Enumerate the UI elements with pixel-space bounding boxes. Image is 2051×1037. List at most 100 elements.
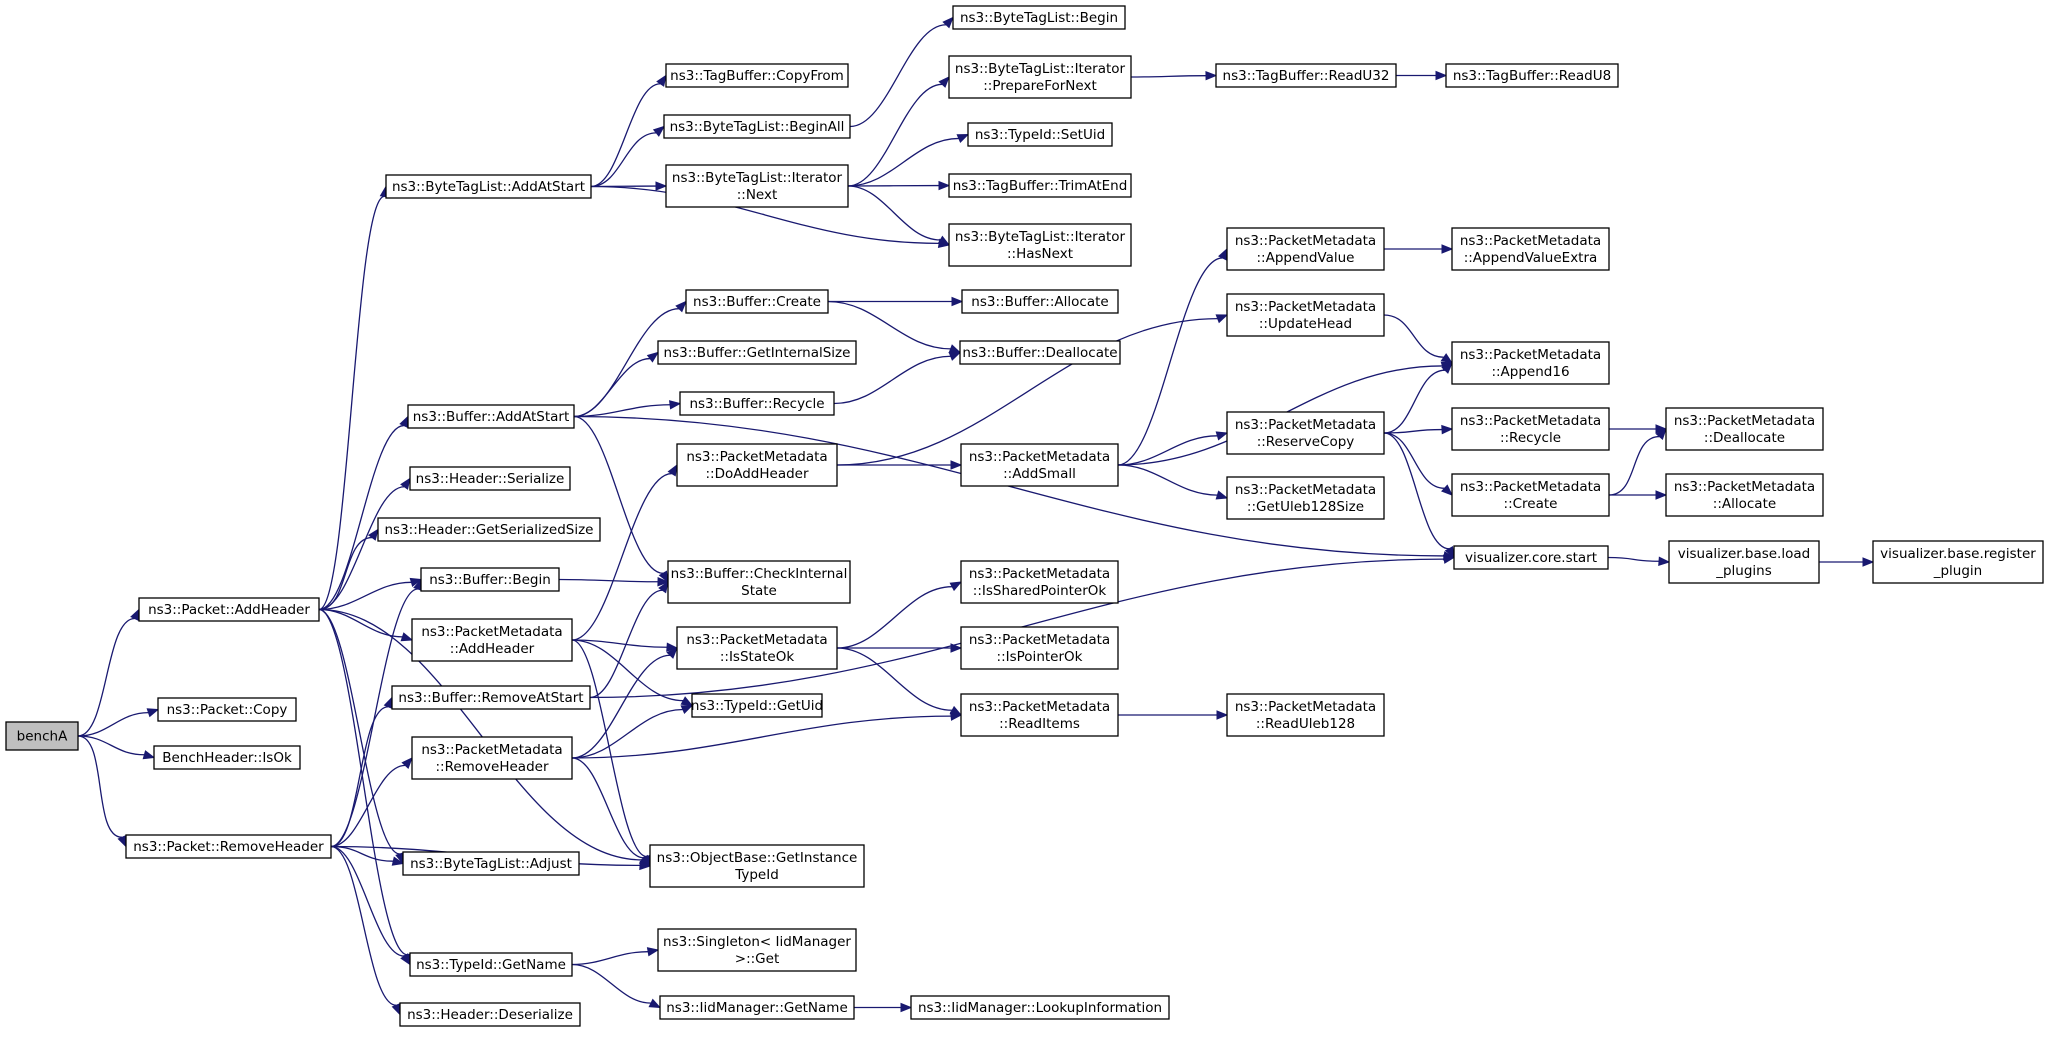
node-box <box>1451 341 1610 385</box>
node-pm-add-header[interactable]: ns3::PacketMetadata::AddHeader <box>411 618 573 662</box>
edge-btli-next-to-btli-prepare-for-next <box>847 76 950 187</box>
node-buffer-begin[interactable]: ns3::Buffer::Begin <box>420 567 560 592</box>
edge-arrowhead <box>1658 556 1671 566</box>
node-tag-buffer-copy-from[interactable]: ns3::TagBuffer::CopyFrom <box>665 63 849 88</box>
node-box <box>409 952 573 977</box>
node-label: ns3::ByteTagList::Adjust <box>410 856 572 872</box>
node-box <box>5 721 79 751</box>
node-btli-has-next[interactable]: ns3::ByteTagList::Iterator::HasNext <box>948 223 1132 267</box>
node-pm-get-uleb128-size[interactable]: ns3::PacketMetadata::GetUleb128Size <box>1226 476 1385 520</box>
node-box <box>657 928 857 972</box>
node-pm-allocate[interactable]: ns3::PacketMetadata::Allocate <box>1665 473 1824 517</box>
node-pm-do-add-header[interactable]: ns3::PacketMetadata::DoAddHeader <box>676 443 838 487</box>
node-pm-is-shared-pointer-ok[interactable]: ns3::PacketMetadata::IsSharedPointerOk <box>960 560 1119 604</box>
edge-packet-remove-header-to-type-id-get-name <box>330 845 411 966</box>
node-pm-remove-header[interactable]: ns3::PacketMetadata::RemoveHeader <box>411 736 573 780</box>
node-pm-append16[interactable]: ns3::PacketMetadata::Append16 <box>1451 341 1610 385</box>
node-buffer-get-internal-size[interactable]: ns3::Buffer::GetInternalSize <box>657 340 857 365</box>
node-iid-manager-lookup-information[interactable]: ns3::IidManager::LookupInformation <box>910 995 1170 1020</box>
node-label: ns3::Header::Deserialize <box>407 1007 573 1023</box>
node-bench-a[interactable]: benchA <box>5 721 79 751</box>
node-label: ns3::PacketMetadata <box>1674 479 1815 495</box>
node-label: ns3::ByteTagList::Iterator <box>955 229 1126 245</box>
node-pm-deallocate[interactable]: ns3::PacketMetadata::Deallocate <box>1665 407 1824 451</box>
node-label: ns3::TypeId::GetUid <box>691 698 823 714</box>
node-btl-adjust[interactable]: ns3::ByteTagList::Adjust <box>402 851 580 876</box>
node-btli-next[interactable]: ns3::ByteTagList::Iterator::Next <box>665 164 849 208</box>
node-packet-add-header[interactable]: ns3::Packet::AddHeader <box>138 597 320 622</box>
node-pm-create[interactable]: ns3::PacketMetadata::Create <box>1451 473 1610 517</box>
edge-arrowhead <box>146 708 160 718</box>
node-buffer-remove-at-start[interactable]: ns3::Buffer::RemoveAtStart <box>391 685 591 710</box>
node-tag-buffer-read-u32[interactable]: ns3::TagBuffer::ReadU32 <box>1215 63 1397 88</box>
node-pm-is-state-ok[interactable]: ns3::PacketMetadata::IsStateOk <box>676 626 838 670</box>
node-buffer-deallocate[interactable]: ns3::Buffer::Deallocate <box>959 340 1121 365</box>
node-header-deserialize[interactable]: ns3::Header::Deserialize <box>399 1002 581 1027</box>
node-viz-core-start[interactable]: visualizer.core.start <box>1453 545 1609 570</box>
node-buffer-allocate[interactable]: ns3::Buffer::Allocate <box>961 289 1119 314</box>
edge-arrowhead <box>1215 431 1229 441</box>
node-box <box>665 164 849 208</box>
node-tag-buffer-trim-at-end[interactable]: ns3::TagBuffer::TrimAtEnd <box>948 173 1132 198</box>
node-viz-base-load-plugins[interactable]: visualizer.base.load_plugins <box>1668 540 1820 584</box>
node-bench-header-is-ok[interactable]: BenchHeader::IsOk <box>153 745 301 770</box>
node-btl-add-at-start[interactable]: ns3::ByteTagList::AddAtStart <box>385 174 592 199</box>
node-btl-begin[interactable]: ns3::ByteTagList::Begin <box>952 5 1126 30</box>
node-label: ns3::ByteTagList::AddAtStart <box>392 179 585 195</box>
node-singleton-get[interactable]: ns3::Singleton< IidManager>::Get <box>657 928 857 972</box>
node-label: ns3::PacketMetadata <box>1235 417 1376 433</box>
node-type-id-get-uid[interactable]: ns3::TypeId::GetUid <box>691 693 823 718</box>
node-label: ns3::Singleton< IidManager <box>663 934 851 950</box>
node-box <box>679 391 835 416</box>
node-iid-manager-get-name[interactable]: ns3::IidManager::GetName <box>659 995 855 1020</box>
edge-packet-remove-header-to-buffer-begin <box>330 578 423 848</box>
edge-pm-is-state-ok-to-pm-is-shared-pointer-ok <box>836 581 963 649</box>
node-pm-add-small[interactable]: ns3::PacketMetadata::AddSmall <box>960 443 1119 487</box>
node-header-serialize[interactable]: ns3::Header::Serialize <box>409 466 571 491</box>
node-tag-buffer-read-u8[interactable]: ns3::TagBuffer::ReadU8 <box>1445 63 1619 88</box>
node-label: ::Append16 <box>1491 364 1569 380</box>
edge-arrowhead <box>1655 427 1667 441</box>
node-pm-recycle[interactable]: ns3::PacketMetadata::Recycle <box>1451 407 1610 451</box>
node-pm-append-value[interactable]: ns3::PacketMetadata::AppendValue <box>1226 227 1385 271</box>
edge-arrowhead <box>667 463 678 477</box>
node-buffer-recycle[interactable]: ns3::Buffer::Recycle <box>679 391 835 416</box>
node-label: ns3::Buffer::Allocate <box>971 294 1108 310</box>
node-label: ns3::PacketMetadata <box>1674 413 1815 429</box>
node-label: ns3::Buffer::AddAtStart <box>413 409 570 425</box>
node-buffer-create[interactable]: ns3::Buffer::Create <box>685 289 829 314</box>
edge-arrowhead <box>652 125 666 137</box>
node-pm-update-head[interactable]: ns3::PacketMetadata::UpdateHead <box>1226 293 1385 337</box>
edge-buffer-recycle-to-buffer-deallocate <box>833 351 962 405</box>
node-box <box>1665 407 1824 451</box>
node-packet-remove-header[interactable]: ns3::Packet::RemoveHeader <box>125 834 332 859</box>
edge-pm-create-to-pm-deallocate <box>1608 427 1667 496</box>
node-label: ::ReserveCopy <box>1257 434 1355 450</box>
node-header-get-serialized-size[interactable]: ns3::Header::GetSerializedSize <box>377 517 601 542</box>
node-box <box>420 567 560 592</box>
node-buffer-add-at-start[interactable]: ns3::Buffer::AddAtStart <box>407 404 575 429</box>
node-btl-begin-all[interactable]: ns3::ByteTagList::BeginAll <box>663 114 851 139</box>
edge-arrowhead <box>937 235 951 246</box>
node-packet-copy[interactable]: ns3::Packet::Copy <box>157 697 297 722</box>
node-box <box>153 745 301 770</box>
node-label: ns3::PacketMetadata <box>969 632 1110 648</box>
node-pm-append-value-extra[interactable]: ns3::PacketMetadata::AppendValueExtra <box>1451 227 1610 271</box>
node-type-id-set-uid[interactable]: ns3::TypeId::SetUid <box>967 122 1113 147</box>
node-pm-reserve-copy[interactable]: ns3::PacketMetadata::ReserveCopy <box>1226 411 1385 455</box>
node-box <box>1226 293 1385 337</box>
node-box <box>676 626 838 670</box>
node-btli-prepare-for-next[interactable]: ns3::ByteTagList::Iterator::PrepareForNe… <box>948 55 1132 99</box>
node-viz-base-register-plugin[interactable]: visualizer.base.register_plugin <box>1872 540 2044 584</box>
edge-pm-reserve-copy-to-pm-append16 <box>1383 362 1453 434</box>
node-label: ns3::PacketMetadata <box>1460 413 1601 429</box>
node-box <box>685 289 829 314</box>
node-pm-is-pointer-ok[interactable]: ns3::PacketMetadata::IsPointerOk <box>960 626 1119 670</box>
edge-packet-add-header-to-buffer-add-at-start <box>318 415 409 611</box>
node-type-id-get-name[interactable]: ns3::TypeId::GetName <box>409 952 573 977</box>
node-pm-read-uleb128[interactable]: ns3::PacketMetadata::ReadUleb128 <box>1226 693 1385 737</box>
node-label: ns3::Packet::AddHeader <box>148 602 310 618</box>
node-pm-read-items[interactable]: ns3::PacketMetadata::ReadItems <box>960 693 1119 737</box>
